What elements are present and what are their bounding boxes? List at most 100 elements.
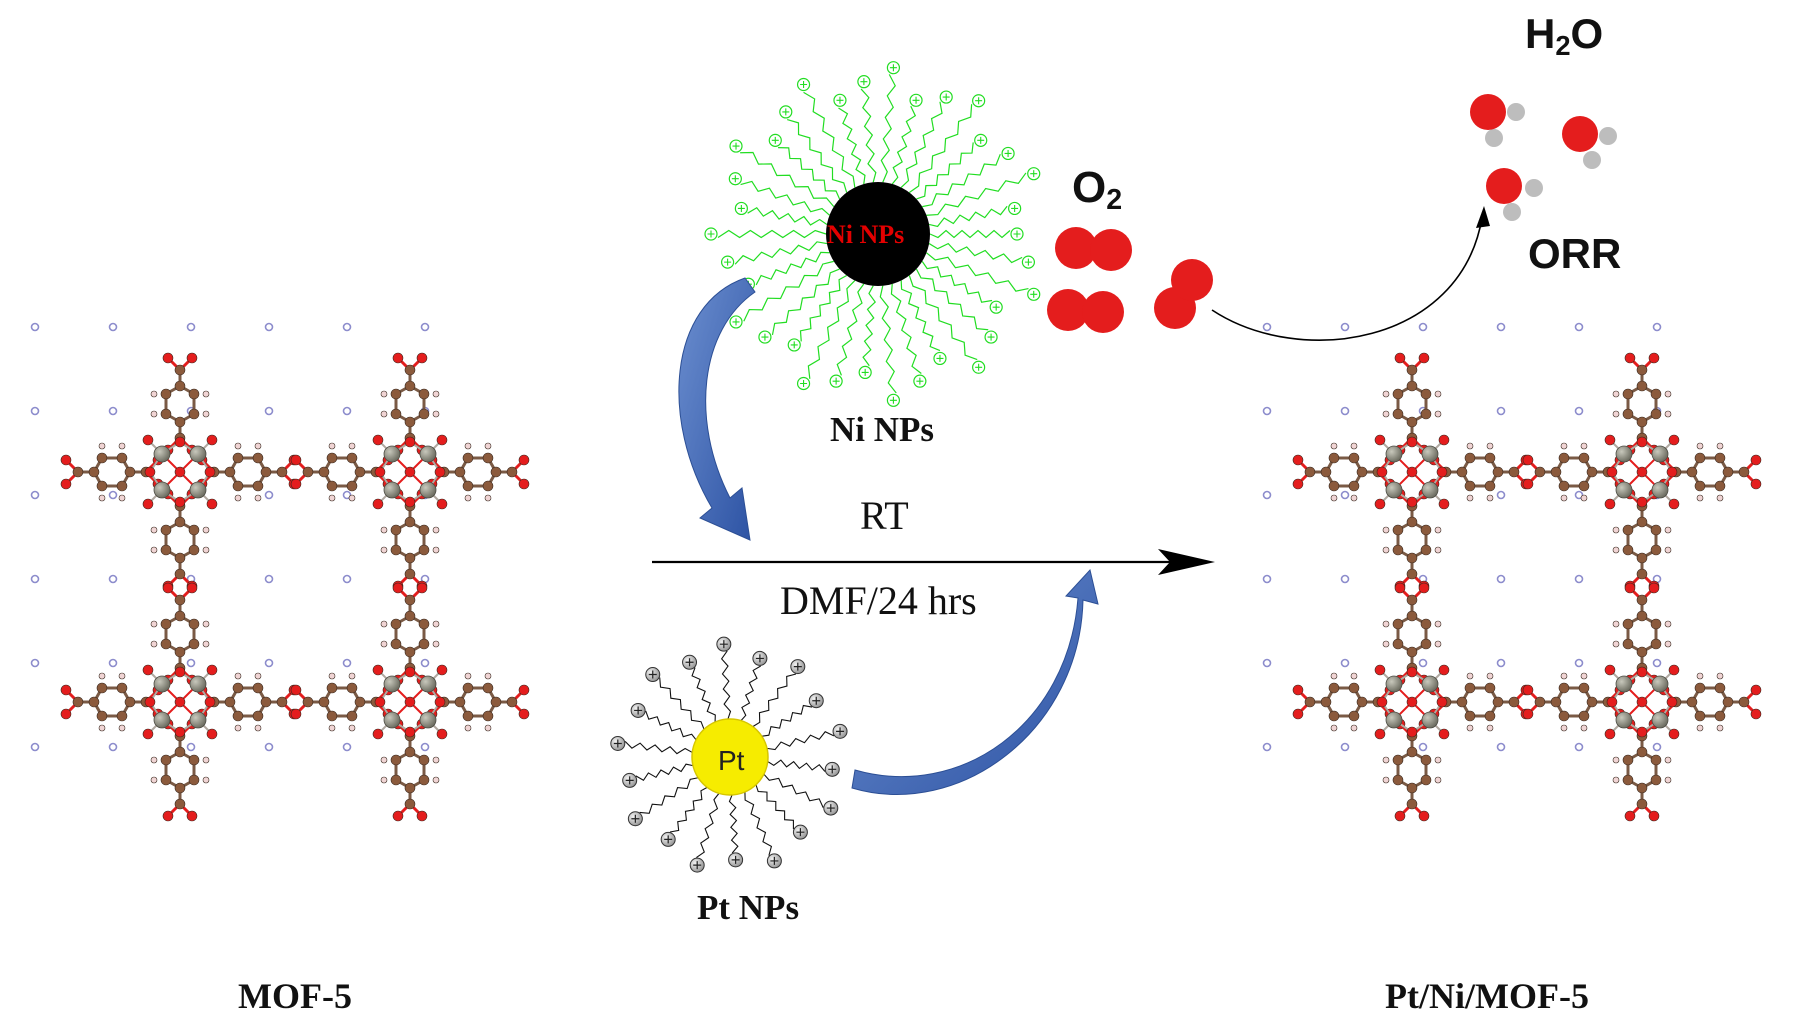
carbon-atom [482,710,494,722]
carbon-atom [174,646,186,658]
carbon-atom [1406,516,1418,528]
carbon-atom [490,696,502,708]
hydrogen-atom [348,724,356,732]
ni-ligand [928,242,1023,264]
carbon-atom [160,618,172,630]
o2-h2o-molecules [1047,94,1617,333]
zinc-atom [1421,481,1439,499]
ni-core [826,182,930,286]
pt-addition-curved-arrow [851,568,1099,795]
hydrogen-atom [1485,129,1503,147]
solvent-sphere [1262,406,1272,416]
carbon-atom [1392,408,1404,420]
carbon-atom [1558,682,1570,694]
oxygen-atom [1636,436,1648,448]
oxygen-atom [1604,434,1616,446]
carbon-atom [1550,696,1562,708]
hydrogen-atom [432,546,440,554]
solvent-sphere [108,322,118,332]
carbon-atom [346,480,358,492]
oxygen-atom [1606,696,1618,708]
carbon-atom [390,754,402,766]
ni-ligand [734,241,827,265]
pt-ligand [691,667,716,723]
hydrogen-atom [380,620,388,628]
carbon-atom [188,774,200,786]
pt-ligand [766,731,835,751]
hydrogen-atom [1330,724,1338,732]
hydrogen-atom [380,526,388,534]
carbon-atom [160,408,172,420]
hydrogen-atom [1382,640,1390,648]
carbon-atom [1406,364,1418,376]
hydrogen-atom [150,640,158,648]
carbon-atom [454,466,466,478]
oxygen-atom [518,454,530,466]
solvent-sphere [264,490,274,500]
solvent-sphere [1262,658,1272,668]
ni-core-label: Ni NPs [827,220,905,249]
solvent-sphere [1652,322,1662,332]
hydrogen-atom [1434,410,1442,418]
zinc-atom [1651,445,1669,463]
pt-core-label: Pt [718,745,745,776]
plus-sign [1004,149,1012,157]
solvent-sphere [264,406,274,416]
carbon-atom [224,466,236,478]
oxygen-atom [204,466,216,478]
zinc-atom [189,445,207,463]
carbon-atom [404,516,416,528]
carbon-atom [1464,452,1476,464]
carbon-atom [1636,364,1648,376]
carbon-atom [1650,544,1662,556]
solvent-sphere [108,742,118,752]
oxygen-atom [1648,582,1660,594]
hydrogen-atom [1580,724,1588,732]
ni-ligand [900,101,943,188]
pt-ligand [659,677,705,730]
carbon-atom [390,544,402,556]
hydrogen-atom [118,442,126,450]
hydrogen-atom [1612,776,1620,784]
hydrogen-atom [328,672,336,680]
carbon-atom [252,682,264,694]
hydrogen-atom [1612,756,1620,764]
oxygen-atom [404,696,416,708]
pt-ligand [639,777,699,814]
carbon-atom [276,696,288,708]
solvent-sphere [342,322,352,332]
pt-ligand [696,793,720,859]
ni-ligand [908,104,973,193]
oxygen-atom [372,498,384,510]
plus-sign [693,861,702,870]
carbon-atom [88,696,100,708]
oxygen-atom [404,726,416,738]
ni-ligand [740,180,830,216]
ni-ligand [755,251,830,286]
zinc-atom [1421,675,1439,693]
carbon-atom [418,774,430,786]
carbon-atom [116,452,128,464]
hydrogen-atom [1382,546,1390,554]
oxygen-atom [1376,696,1388,708]
oxygen-atom [1438,498,1450,510]
carbon-atom [1586,466,1598,478]
ni-ligand [838,107,866,185]
hydrogen-atom [150,410,158,418]
carbon-atom [1636,798,1648,810]
oxygen-atom [1668,664,1680,676]
orr-arrow-head [1476,206,1490,228]
carbon-atom [1420,754,1432,766]
ni-nps-label: Ni NPs [830,410,935,449]
carbon-atom [160,388,172,400]
solvent-sphere [342,658,352,668]
plus-sign [812,696,821,705]
carbon-atom [1578,710,1590,722]
solvent-sphere [1418,658,1428,668]
carbon-atom [1508,696,1520,708]
hydrogen-atom [1350,442,1358,450]
hydrogen-atom [1434,620,1442,628]
hydrogen-atom [1664,640,1672,648]
hydrogen-atom [432,526,440,534]
hydrogen-atom [432,620,440,628]
